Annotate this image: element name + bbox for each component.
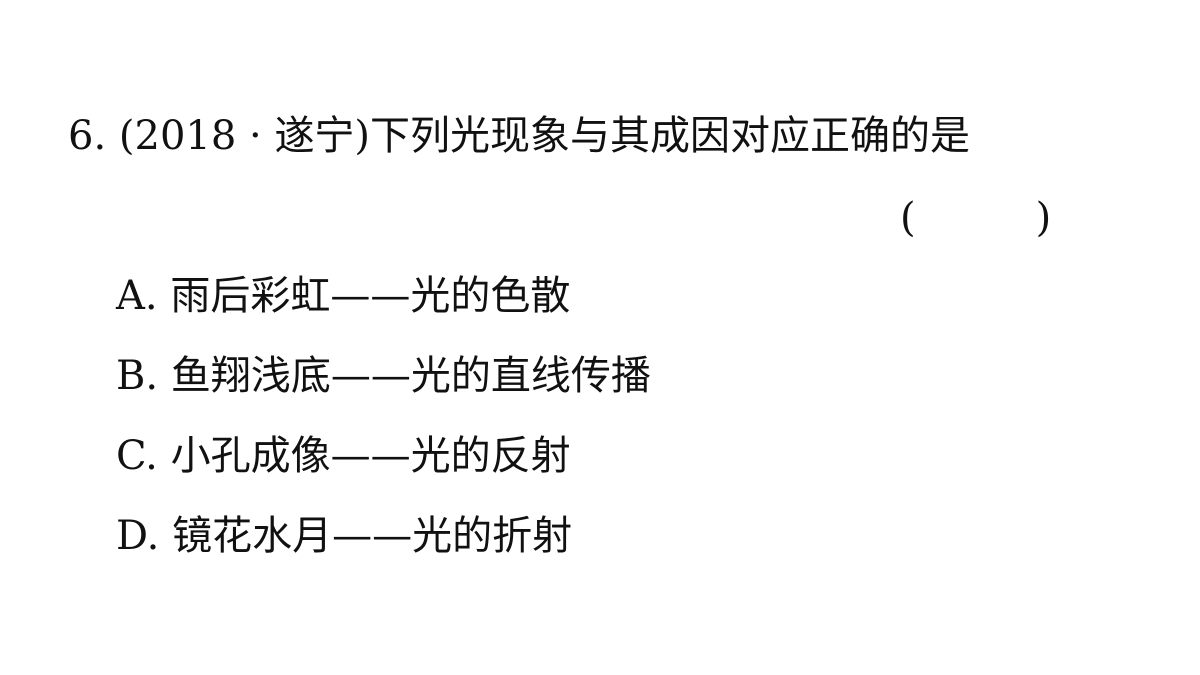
- option-a-letter: A.: [116, 273, 158, 319]
- answer-bracket: (): [900, 190, 1051, 246]
- question-source: (2018 · 遂宁): [118, 113, 371, 159]
- option-c: C. 小孔成像——光的反射: [116, 428, 651, 508]
- option-a-text: 雨后彩虹——光的色散: [170, 273, 571, 319]
- option-c-text: 小孔成像——光的反射: [170, 433, 571, 479]
- option-d: D. 镜花水月——光的折射: [116, 508, 651, 588]
- option-b-letter: B.: [116, 353, 159, 399]
- answer-bracket-close: ): [1035, 195, 1052, 241]
- option-d-text: 镜花水月——光的折射: [172, 513, 573, 559]
- option-c-letter: C.: [116, 433, 158, 479]
- answer-bracket-open: (: [900, 195, 916, 241]
- question-stem: 6. (2018 · 遂宁)下列光现象与其成因对应正确的是: [68, 108, 970, 164]
- option-a: A. 雨后彩虹——光的色散: [116, 268, 651, 348]
- option-b-text: 鱼翔浅底——光的直线传播: [170, 353, 651, 399]
- options-list: A. 雨后彩虹——光的色散 B. 鱼翔浅底——光的直线传播 C. 小孔成像——光…: [116, 268, 651, 588]
- question-number: 6.: [68, 113, 107, 159]
- option-b: B. 鱼翔浅底——光的直线传播: [116, 348, 651, 428]
- option-d-letter: D.: [116, 513, 160, 559]
- question-text: 下列光现象与其成因对应正确的是: [370, 113, 971, 159]
